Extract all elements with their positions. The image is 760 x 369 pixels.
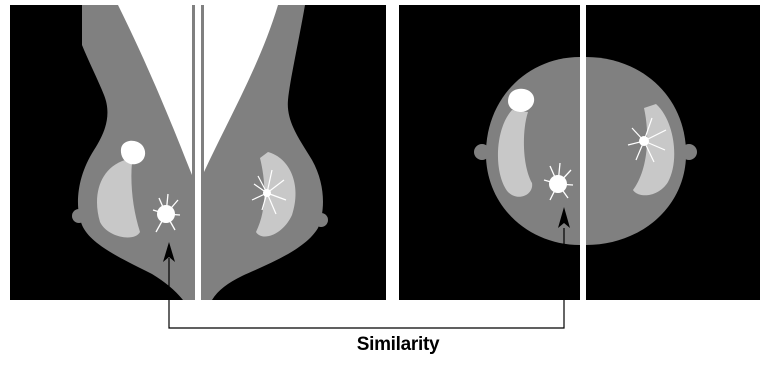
cc-left-nipple (474, 144, 490, 160)
cc-right-panel (586, 5, 760, 300)
mlo-left-nipple (72, 209, 86, 223)
mlo-right-panel (201, 5, 386, 300)
cc-right-nipple (681, 144, 697, 160)
mlo-right-nipple (314, 213, 328, 227)
cc-left-panel (399, 5, 580, 300)
similarity-label: Similarity (0, 334, 760, 356)
